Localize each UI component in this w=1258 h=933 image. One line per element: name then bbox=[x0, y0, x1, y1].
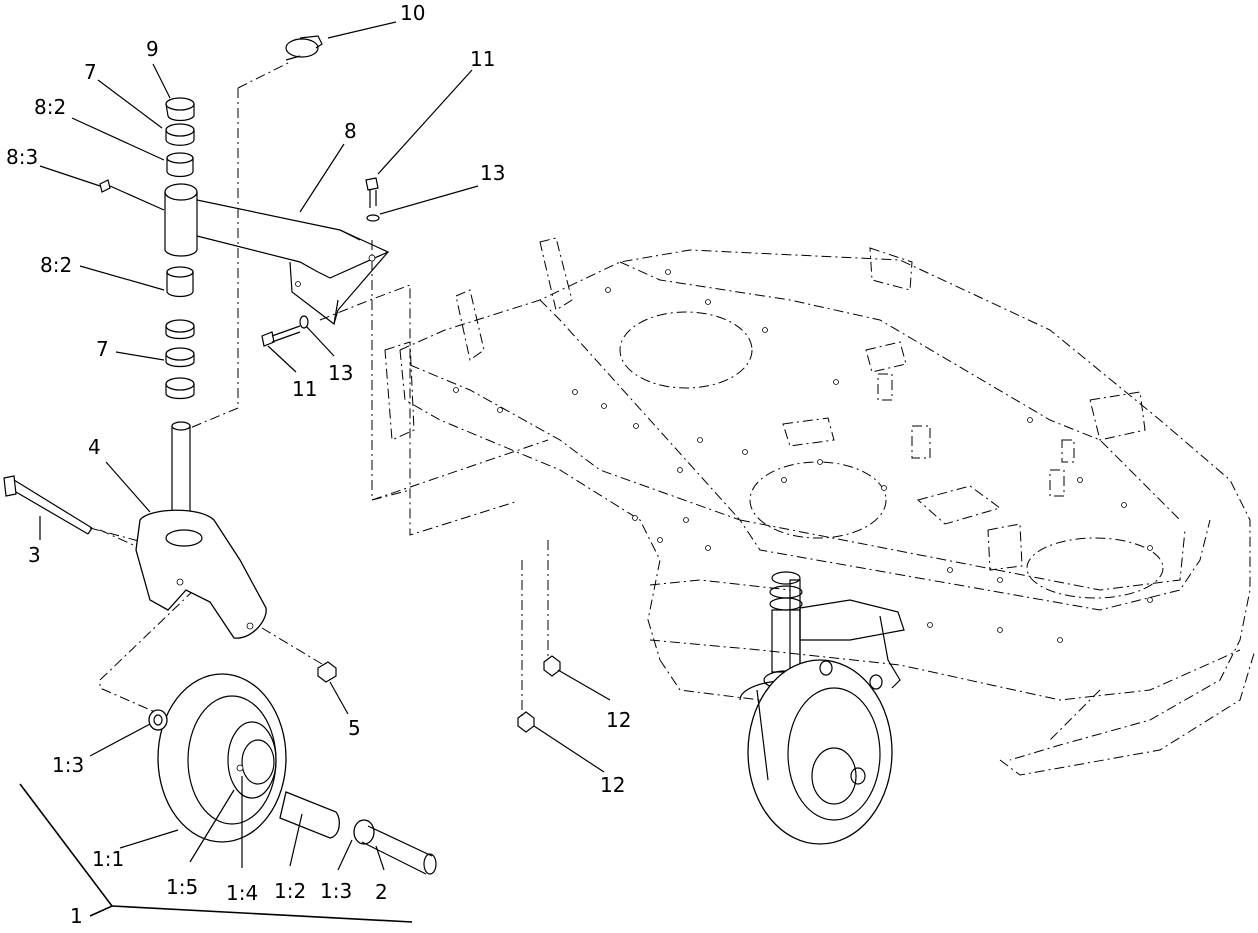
callout-3: 3 bbox=[28, 543, 41, 567]
callout-1-1: 1:1 bbox=[92, 847, 124, 871]
callout-8: 8 bbox=[344, 119, 357, 143]
callout-12-bottom: 12 bbox=[600, 773, 625, 797]
callout-10: 10 bbox=[400, 1, 425, 25]
callout-9: 9 bbox=[146, 37, 159, 61]
callout-1-5: 1:5 bbox=[166, 875, 198, 899]
callout-7-bottom: 7 bbox=[96, 337, 109, 361]
lynch-pin bbox=[285, 35, 323, 61]
callout-13-bottom: 13 bbox=[328, 361, 353, 385]
callout-1: 1 bbox=[70, 904, 83, 928]
callout-12-top: 12 bbox=[606, 708, 631, 732]
callout-4: 4 bbox=[88, 435, 101, 459]
caster-arm bbox=[164, 183, 390, 326]
exploded-parts bbox=[3, 35, 561, 875]
leader-lines bbox=[19, 21, 611, 923]
callout-1-4: 1:4 bbox=[226, 881, 258, 905]
callout-1-3-right: 1:3 bbox=[320, 879, 352, 903]
callout-1-2: 1:2 bbox=[274, 879, 306, 903]
installed-caster-assembly bbox=[739, 571, 905, 845]
callout-11-top: 11 bbox=[470, 47, 495, 71]
callout-2: 2 bbox=[375, 880, 388, 904]
caster-fork bbox=[135, 421, 267, 639]
callout-11-bottom: 11 bbox=[292, 377, 317, 401]
callout-labels: 1 1:1 1:2 1:3 1:3 1:4 1:5 2 3 4 5 7 7 8 … bbox=[6, 1, 631, 928]
deck-holes bbox=[453, 269, 1153, 643]
callout-8-3: 8:3 bbox=[6, 145, 38, 169]
callout-7-top: 7 bbox=[84, 60, 97, 84]
mower-deck bbox=[384, 237, 1256, 845]
callout-8-2-bottom: 8:2 bbox=[40, 253, 72, 277]
callout-1-3-left: 1:3 bbox=[52, 753, 84, 777]
callout-13-top: 13 bbox=[480, 161, 505, 185]
wheel-assembly bbox=[148, 673, 437, 875]
axle-bolt bbox=[3, 475, 93, 535]
alignment-lines bbox=[89, 61, 549, 718]
callout-5: 5 bbox=[348, 716, 361, 740]
callout-8-2-top: 8:2 bbox=[34, 95, 66, 119]
